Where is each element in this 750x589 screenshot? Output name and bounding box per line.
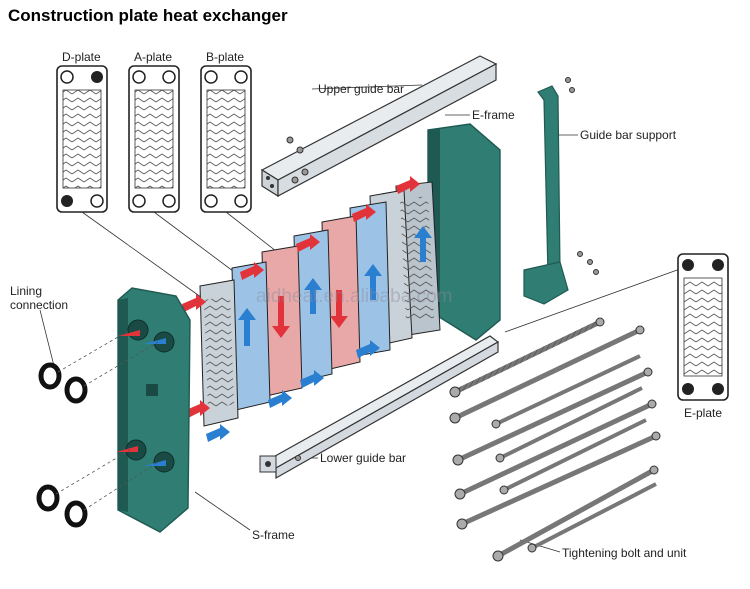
bolt-8 [499,418,647,495]
label-d-plate: D-plate [62,50,101,64]
bolt-6 [491,354,641,429]
lining-connection-rings [36,362,88,528]
d-plate-drawing [56,65,108,213]
leader-lines [39,84,706,553]
b-plate-drawing [200,65,252,213]
a-plate-drawing [128,65,180,213]
label-e-frame: E-frame [472,108,515,122]
bolt-3 [452,367,653,466]
cold-flow-arrows [206,226,432,442]
label-upper-guide-bar: Upper guide bar [318,82,405,96]
bolt-10 [527,482,657,553]
label-a-plate: A-plate [134,50,173,64]
label-s-frame: S-frame [252,528,295,542]
lower-guide-bar-drawing [259,335,500,480]
label-tightening-bolt: Tightening bolt and unit [562,546,687,560]
label-lining-connection: Lining connection [10,284,69,312]
upper-guide-bar-drawing [260,55,498,198]
bolt-2 [449,325,645,424]
dashed-connection-lines [55,329,159,511]
bolt-5 [456,431,661,530]
label-e-plate: E-plate [684,406,723,420]
label-lower-guide-bar: Lower guide bar [320,451,407,465]
guide-bar-support-drawing [523,77,599,305]
hot-flow-arrows [182,176,420,418]
label-b-plate: B-plate [206,50,245,64]
label-guide-bar-support: Guide bar support [580,128,677,142]
page-title: Construction plate heat exchanger [8,6,288,25]
bolt-9 [492,465,659,562]
s-frame-drawing [116,287,191,533]
bolt-1 [449,317,605,398]
bolt-7 [495,386,643,463]
bolt-4 [454,399,657,500]
e-plate-drawing [677,253,729,401]
tightening-bolts [449,317,661,562]
watermark: aidheat.en.alibaba.com [256,286,453,307]
